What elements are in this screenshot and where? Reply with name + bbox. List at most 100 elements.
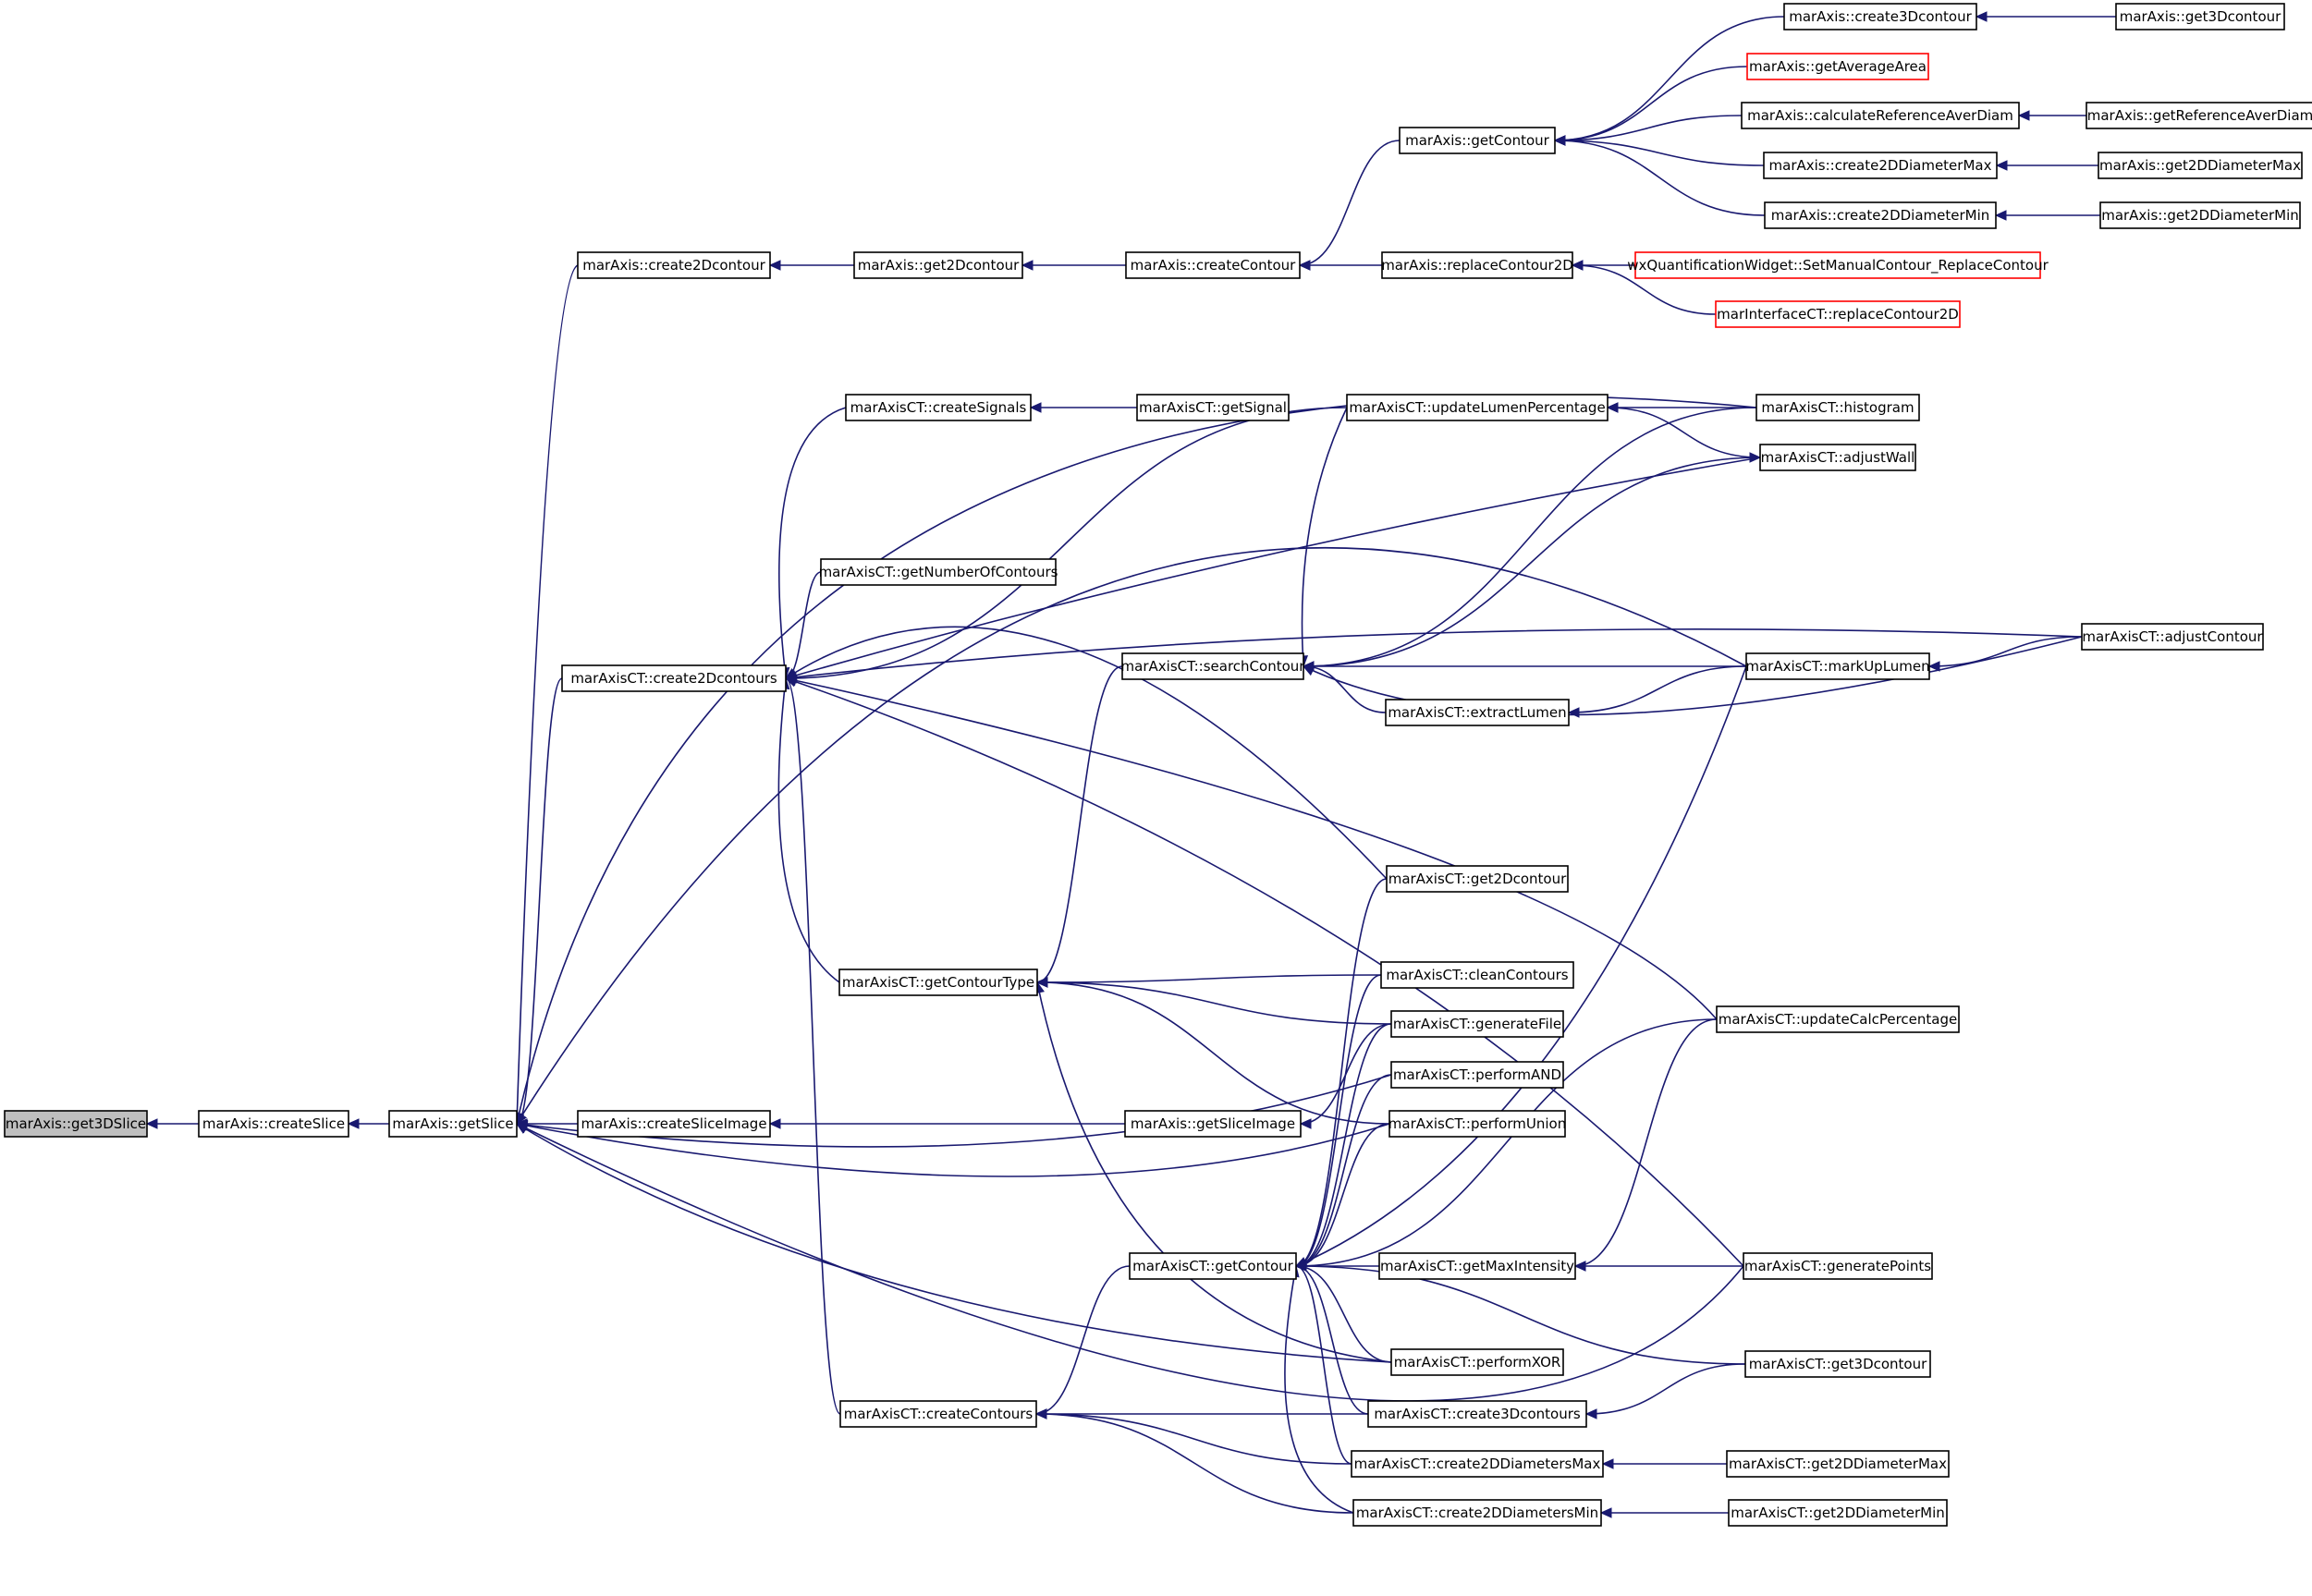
edge-line [1554, 16, 1785, 141]
node-replaceContour2D[interactable]: marAxis::replaceContour2D [1381, 251, 1573, 279]
edge-line [516, 1123, 1744, 1402]
node-create2DDiametersMin[interactable]: marAxisCT::create2DDiametersMin [1352, 1499, 1602, 1527]
edge-createContoursCT-to-create2DDiametersMin [1034, 1408, 1354, 1514]
edge-line [1035, 1413, 1354, 1514]
node-get2DDiameterMax[interactable]: marAxis::get2DDiameterMax [2098, 152, 2303, 179]
node-getMaxIntensity[interactable]: marAxisCT::getMaxIntensity [1378, 1252, 1576, 1280]
node-getNumberOfContours[interactable]: marAxisCT::getNumberOfContours [819, 558, 1058, 586]
edge-createSlice-to-getSlice [347, 1118, 390, 1129]
arrowhead [1599, 1507, 1612, 1518]
node-getSliceImage[interactable]: marAxis::getSliceImage [1124, 1110, 1302, 1138]
node-label: marAxis::create2DDiameterMin [1771, 207, 1990, 224]
node-generateFile[interactable]: marAxisCT::generateFile [1390, 1010, 1564, 1038]
arrowhead [784, 673, 797, 684]
edge-line [1035, 1413, 1352, 1465]
arrowhead [1298, 260, 1311, 271]
node-label: marAxis::getSliceImage [1131, 1115, 1295, 1132]
node-create3Dcontour[interactable]: marAxis::create3Dcontour [1783, 3, 1977, 30]
node-box [839, 1400, 1037, 1428]
node-cleanContours[interactable]: marAxisCT::cleanContours [1380, 961, 1574, 989]
node-performUnion[interactable]: marAxisCT::performUnion [1388, 1110, 1566, 1138]
node-create3DcontoursCT[interactable]: marAxisCT::create3Dcontours [1367, 1400, 1587, 1428]
node-extractLumen[interactable]: marAxisCT::extractLumen [1385, 699, 1570, 726]
node-createSlice[interactable]: marAxis::createSlice [198, 1110, 349, 1138]
node-label: marAxisCT::get2DDiameterMin [1731, 1505, 1945, 1521]
node-label: marAxisCT::generatePoints [1744, 1258, 1931, 1274]
node-get3DcontourCT[interactable]: marAxisCT::get3Dcontour [1744, 1350, 1931, 1378]
node-calcRefAverDiam[interactable]: marAxis::calculateReferenceAverDiam [1741, 102, 2020, 129]
edge-create2Dcontours-to-updateCalc [784, 675, 1718, 1020]
node-wxSetManual[interactable]: wxQuantificationWidget::SetManualContour… [1627, 251, 2049, 279]
arrowhead [1034, 1408, 1047, 1419]
node-box [1352, 1499, 1602, 1527]
edge-searchContour-to-updateLumen [1297, 407, 1348, 668]
node-marIfReplace[interactable]: marInterfaceCT::replaceContour2D [1715, 300, 1961, 328]
node-getSlice[interactable]: marAxis::getSlice [388, 1110, 518, 1138]
node-createSliceImage[interactable]: marAxis::createSliceImage [577, 1110, 771, 1138]
node-get2DcontourCT[interactable]: marAxisCT::get2Dcontour [1386, 865, 1569, 893]
node-get2DDiameterMin[interactable]: marAxis::get2DDiameterMin [2099, 201, 2301, 229]
node-markUpLumen[interactable]: marAxisCT::markUpLumen [1745, 652, 1930, 680]
node-label: marAxisCT::performUnion [1388, 1115, 1566, 1132]
node-create2Dcontour[interactable]: marAxis::create2Dcontour [577, 251, 771, 279]
arrowhead [1927, 661, 1940, 672]
node-get2DDiameterMaxCT[interactable]: marAxisCT::get2DDiameterMax [1726, 1450, 1950, 1478]
node-getContour[interactable]: marAxis::getContour [1399, 127, 1556, 154]
node-updateLumen[interactable]: marAxisCT::updateLumenPercentage [1346, 394, 1609, 421]
node-box [2086, 102, 2312, 129]
node-label: marAxis::getReferenceAverDiam [2087, 107, 2312, 124]
edge-line [1568, 665, 1747, 713]
node-get3Dcontour[interactable]: marAxis::get3Dcontour [2115, 3, 2285, 30]
node-box [1390, 1010, 1564, 1038]
node-label: marAxis::getContour [1405, 132, 1550, 149]
node-get2Dcontour[interactable]: marAxis::get2Dcontour [853, 251, 1023, 279]
node-createContoursCT[interactable]: marAxisCT::createContours [839, 1400, 1037, 1428]
node-box [1759, 444, 1916, 471]
node-performXOR[interactable]: marAxisCT::performXOR [1390, 1348, 1564, 1376]
edge-replaceContour2D-to-marIfReplace [1571, 260, 1717, 315]
node-box [4, 1110, 148, 1138]
node-getContourType[interactable]: marAxisCT::getContourType [838, 969, 1038, 996]
node-performAND[interactable]: marAxisCT::performAND [1390, 1061, 1564, 1089]
node-adjustContour[interactable]: marAxisCT::adjustContour [2081, 623, 2264, 651]
node-box [1378, 1252, 1576, 1280]
node-generatePoints[interactable]: marAxisCT::generatePoints [1743, 1252, 1933, 1280]
node-label: marAxisCT::getSignal [1139, 399, 1287, 416]
node-histogram[interactable]: marAxisCT::histogram [1755, 394, 1920, 421]
node-create2DDiameterMin[interactable]: marAxis::create2DDiameterMin [1764, 201, 1997, 229]
node-getRefAverDiam[interactable]: marAxis::getReferenceAverDiam [2086, 102, 2312, 129]
arrowhead [1294, 1261, 1307, 1272]
arrowhead [1035, 977, 1048, 988]
node-createSignals[interactable]: marAxisCT::createSignals [845, 394, 1032, 421]
edge-layer [145, 11, 2116, 1518]
node-getSignal[interactable]: marAxisCT::getSignal [1136, 394, 1290, 421]
node-box [1634, 251, 2041, 279]
node-box [1351, 1450, 1604, 1478]
edge-line [1295, 974, 1382, 1267]
node-getAverageArea[interactable]: marAxis::getAverageArea [1746, 53, 1929, 80]
node-adjustWall[interactable]: marAxisCT::adjustWall [1759, 444, 1916, 471]
node-label: marAxisCT::get2Dcontour [1388, 871, 1567, 887]
node-createContour[interactable]: marAxis::createContour [1125, 251, 1301, 279]
node-searchContour[interactable]: marAxisCT::searchContour [1121, 652, 1306, 680]
node-box [1381, 251, 1573, 279]
node-get2DDiameterMinCT[interactable]: marAxisCT::get2DDiameterMin [1728, 1499, 1948, 1527]
node-create2Dcontours[interactable]: marAxisCT::create2Dcontours [561, 664, 787, 692]
node-getContourCT[interactable]: marAxisCT::getContour [1129, 1252, 1297, 1280]
node-label: marAxisCT::get3Dcontour [1749, 1356, 1927, 1372]
node-box [198, 1110, 349, 1138]
node-create2DDiametersMax[interactable]: marAxisCT::create2DDiametersMax [1351, 1450, 1604, 1478]
node-box [1744, 1350, 1931, 1378]
node-get3DSlice[interactable]: marAxis::get3DSlice [4, 1110, 148, 1138]
edge-getSlice-to-create2Dcontour [511, 264, 579, 1126]
node-label: marAxisCT::adjustContour [2082, 628, 2263, 645]
edge-line [1036, 665, 1123, 983]
edge-line [777, 677, 840, 983]
node-box [1121, 652, 1304, 680]
edge-create2DDiametersMin-to-get2DDiameterMinCT [1599, 1507, 1729, 1518]
edge-line [1295, 1018, 1718, 1267]
node-updateCalc[interactable]: marAxisCT::updateCalcPercentage [1716, 1005, 1960, 1033]
edge-getContourType-to-cleanContours [1035, 974, 1382, 988]
node-create2DDiameterMax[interactable]: marAxis::create2DDiameterMax [1763, 152, 1998, 179]
node-box [1136, 394, 1290, 421]
